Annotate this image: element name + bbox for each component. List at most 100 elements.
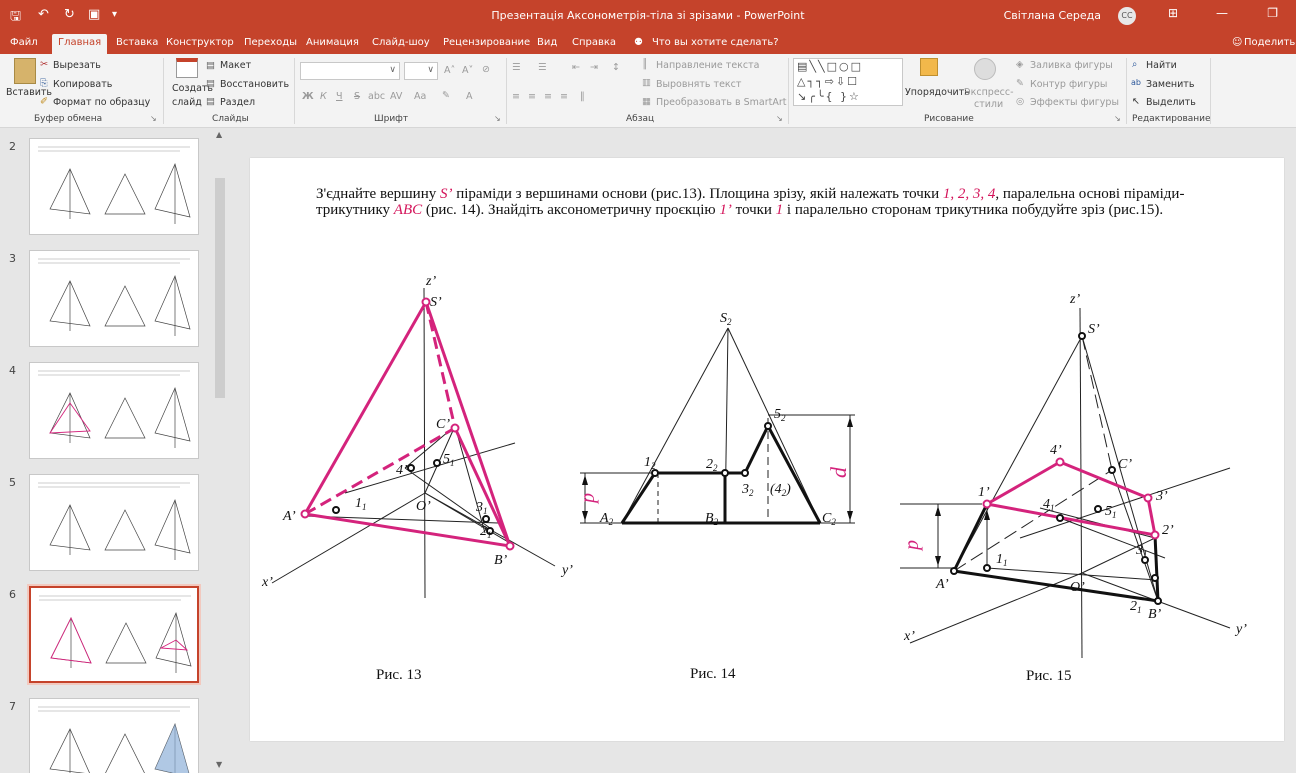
- copy-button[interactable]: Копировать: [53, 79, 113, 90]
- decrease-indent-icon[interactable]: ⇤: [572, 62, 580, 73]
- drawing-group-label: Рисование: [924, 114, 974, 124]
- strikethrough-button[interactable]: S: [354, 91, 361, 102]
- increase-indent-icon[interactable]: ⇥: [590, 62, 598, 73]
- tab-file[interactable]: Файл: [10, 37, 38, 48]
- thumbnail-scrollbar[interactable]: ▲ ▼: [213, 128, 227, 773]
- text-direction-icon: ║: [642, 59, 648, 70]
- clipboard-launcher-icon[interactable]: ↘: [150, 114, 157, 123]
- tab-insert[interactable]: Вставка: [116, 37, 159, 48]
- shape-outline-button[interactable]: Контур фигуры: [1030, 79, 1108, 90]
- align-center-icon[interactable]: ≡: [528, 91, 536, 102]
- find-button[interactable]: Найти: [1146, 60, 1177, 71]
- line-spacing-icon[interactable]: ↕: [612, 62, 620, 73]
- drawing-launcher-icon[interactable]: ↘: [1114, 114, 1121, 123]
- label-sub: 2: [714, 517, 719, 527]
- scroll-up-icon[interactable]: ▲: [216, 130, 223, 139]
- smartart-button[interactable]: Преобразовать в SmartArt: [656, 97, 787, 108]
- save-icon[interactable]: 🖫: [10, 9, 22, 24]
- scroll-down-icon[interactable]: ▼: [216, 760, 223, 769]
- slide-text[interactable]: З'єднайте вершину S’ піраміди з вершинам…: [316, 186, 1226, 218]
- increase-font-icon[interactable]: A˄: [444, 65, 456, 76]
- undo-icon[interactable]: ↶: [38, 7, 49, 22]
- bold-button[interactable]: Ж: [302, 91, 314, 102]
- share-icon[interactable]: ☺: [1232, 37, 1243, 48]
- replace-button[interactable]: Заменить: [1146, 79, 1195, 90]
- slide-thumbnail[interactable]: [29, 362, 199, 459]
- tab-slideshow[interactable]: Слайд-шоу: [372, 37, 430, 48]
- avatar[interactable]: СС: [1118, 7, 1136, 25]
- tab-help[interactable]: Справка: [572, 37, 617, 48]
- align-left-icon[interactable]: ≡: [512, 91, 520, 102]
- label-o: O’: [416, 499, 431, 514]
- quick-styles-icon[interactable]: [974, 58, 996, 80]
- label-text: 1: [355, 496, 362, 511]
- tab-animations[interactable]: Анимация: [306, 37, 359, 48]
- tab-transitions[interactable]: Переходы: [244, 37, 298, 48]
- label-text: 1: [644, 455, 651, 470]
- font-color-icon[interactable]: A: [466, 91, 473, 102]
- minimize-icon[interactable]: —: [1216, 6, 1228, 20]
- scroll-thumb[interactable]: [215, 178, 225, 398]
- decrease-font-icon[interactable]: A˅: [462, 65, 474, 76]
- edge-b2: [1153, 534, 1160, 602]
- text-direction-button[interactable]: Направление текста: [656, 60, 760, 71]
- ribbon-display-options-icon[interactable]: ⊞: [1167, 6, 1178, 20]
- new-slide-icon[interactable]: [176, 58, 198, 78]
- tell-me-search[interactable]: Что вы хотите сделать?: [652, 37, 779, 48]
- bullets-icon[interactable]: ☰: [512, 62, 521, 73]
- slide-thumbnail[interactable]: [29, 698, 199, 773]
- shape-fill-button[interactable]: Заливка фигуры: [1030, 60, 1113, 71]
- reset-button[interactable]: Восстановить: [220, 79, 290, 90]
- arrange-button[interactable]: Упорядочить: [905, 87, 970, 98]
- layout-button[interactable]: Макет: [220, 60, 252, 71]
- slide-thumbnail[interactable]: [29, 474, 199, 571]
- tab-review[interactable]: Рецензирование: [443, 37, 531, 48]
- columns-icon[interactable]: ‖: [580, 91, 585, 102]
- highlight-icon[interactable]: ✎: [442, 90, 450, 101]
- cut-button[interactable]: Вырезать: [53, 60, 101, 71]
- quick-styles-button[interactable]: Экспресс-: [964, 87, 1014, 98]
- shapes-gallery[interactable]: ▤╲╲□○□△┐┐⇨⇩☐↘╭╰{ }☆: [793, 58, 903, 106]
- tab-design[interactable]: Конструктор: [166, 37, 234, 48]
- redo-icon[interactable]: ↻: [64, 7, 75, 22]
- slide-thumbnail[interactable]: [29, 138, 199, 235]
- share-button[interactable]: Поделиться: [1244, 37, 1296, 48]
- shadow-button[interactable]: abc: [368, 91, 386, 102]
- char-spacing-button[interactable]: AV: [390, 91, 403, 102]
- underline-button[interactable]: Ч: [336, 91, 343, 102]
- paste-icon[interactable]: [14, 58, 36, 84]
- section-14: [986, 460, 1061, 506]
- paste-button[interactable]: Вставить: [6, 87, 53, 98]
- shape-effects-button[interactable]: Эффекты фигуры: [1030, 97, 1119, 108]
- section-button[interactable]: Раздел: [220, 97, 256, 108]
- paragraph-launcher-icon[interactable]: ↘: [776, 114, 783, 123]
- slide-thumbnail[interactable]: [29, 250, 199, 347]
- select-button[interactable]: Выделить: [1146, 97, 1196, 108]
- label-x: x’: [261, 575, 273, 590]
- restore-icon[interactable]: ❐: [1267, 6, 1278, 20]
- tab-view[interactable]: Вид: [537, 37, 558, 48]
- start-from-beginning-icon[interactable]: ▣: [88, 7, 101, 22]
- numbering-icon[interactable]: ☰: [538, 62, 547, 73]
- format-painter-button[interactable]: Формат по образцу: [53, 97, 151, 108]
- font-size-combo[interactable]: ∨: [404, 62, 438, 80]
- label-s: S’: [1088, 322, 1100, 337]
- italic-button[interactable]: К: [320, 91, 327, 102]
- justify-icon[interactable]: ≡: [560, 91, 568, 102]
- aux-line: [424, 492, 511, 544]
- tab-home[interactable]: Главная: [52, 34, 108, 54]
- arrange-icon[interactable]: [920, 58, 938, 76]
- slide-canvas[interactable]: З'єднайте вершину S’ піраміди з вершинам…: [250, 158, 1284, 741]
- customize-quick-access-icon[interactable]: ▾: [112, 9, 118, 20]
- new-slide-button[interactable]: Создать: [172, 83, 214, 94]
- user-name[interactable]: Світлана Середа: [1003, 9, 1101, 22]
- label-sub: 1: [483, 506, 488, 516]
- font-launcher-icon[interactable]: ↘: [494, 114, 501, 123]
- align-right-icon[interactable]: ≡: [544, 91, 552, 102]
- align-text-button[interactable]: Выровнять текст: [656, 79, 742, 90]
- change-case-button[interactable]: Aa: [414, 91, 427, 102]
- thumbnail-number: 4: [9, 364, 16, 377]
- font-name-combo[interactable]: ∨: [300, 62, 400, 80]
- slide-thumbnail[interactable]: [27, 584, 201, 685]
- clear-format-icon[interactable]: ⊘: [482, 64, 490, 75]
